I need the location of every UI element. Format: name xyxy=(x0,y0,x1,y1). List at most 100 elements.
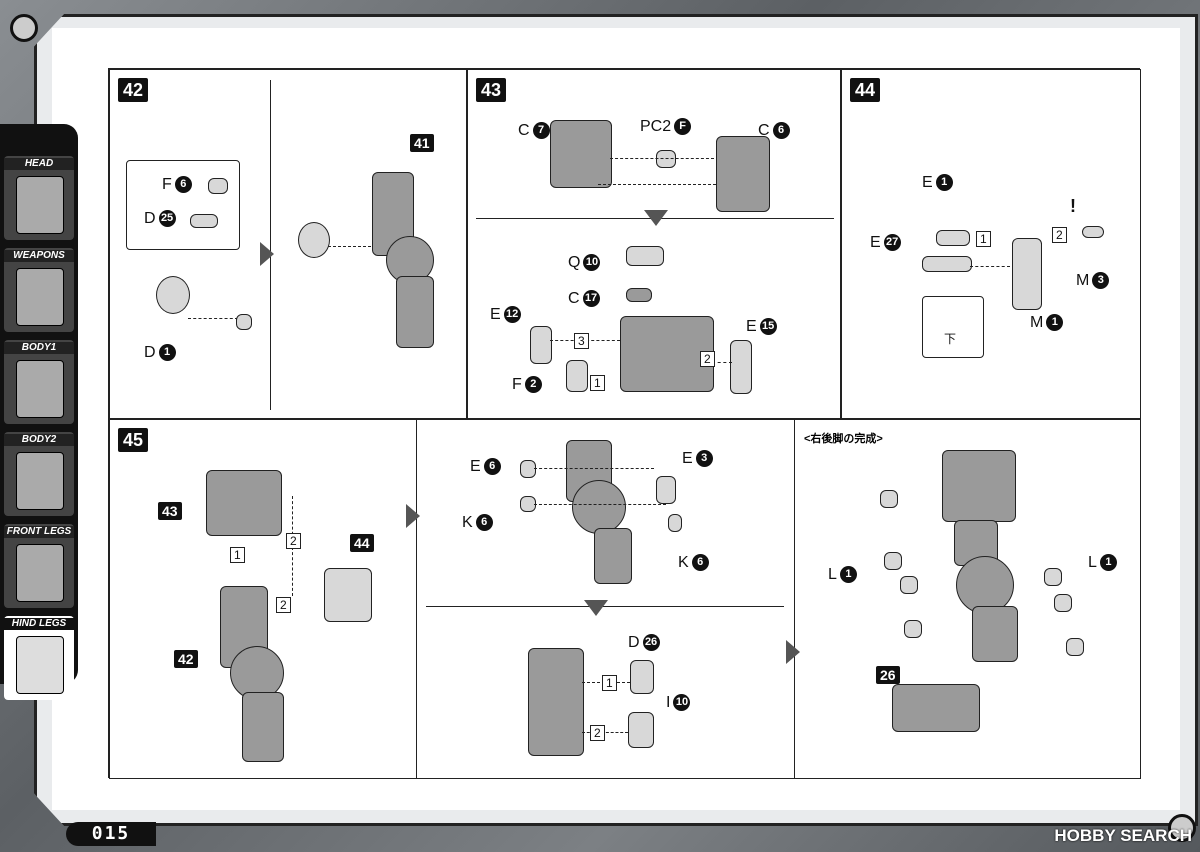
warning-icon: ! xyxy=(1070,196,1076,216)
reference-step-43: 43 xyxy=(158,502,182,520)
wheel-part-icon xyxy=(298,222,330,258)
order-label: 2 xyxy=(286,532,301,550)
poly-cap-icon xyxy=(656,150,676,168)
step-divider xyxy=(416,420,417,778)
tab-body2[interactable]: BODY2 xyxy=(4,432,74,516)
next-arrow-icon xyxy=(260,242,274,266)
body2-thumbnail-icon xyxy=(16,452,64,510)
leg-lower-assembly-icon xyxy=(594,528,632,584)
corner-bolt-icon xyxy=(1168,814,1196,842)
joint-assembly-icon xyxy=(324,568,372,622)
part-e6-icon xyxy=(520,460,536,478)
order-label: 3 xyxy=(574,332,589,350)
body-assembly-icon xyxy=(620,316,714,392)
poly-cap-icon xyxy=(1054,594,1072,612)
part-m3-icon xyxy=(1082,226,1104,238)
part-number: F xyxy=(674,118,692,136)
order-label: 2 xyxy=(700,350,715,368)
orientation-mark: 下 xyxy=(944,332,957,346)
tab-head[interactable]: HEAD xyxy=(4,156,74,240)
part-number: 26 xyxy=(642,634,660,652)
body-part-c7-icon xyxy=(550,120,612,188)
reference-step-42: 42 xyxy=(174,650,198,668)
complete-body-icon xyxy=(942,450,1016,522)
part-number: 10 xyxy=(673,694,691,712)
order-label: 2 xyxy=(590,724,605,742)
subassembly-callout xyxy=(126,160,240,250)
tab-body1[interactable]: BODY1 xyxy=(4,340,74,424)
part-number: 1 xyxy=(1099,554,1117,572)
order-label: 2 xyxy=(1052,226,1067,244)
hind-legs-thumbnail-icon xyxy=(16,636,64,694)
step-number: 44 xyxy=(850,78,881,102)
assembly-guide-line xyxy=(712,362,732,363)
poly-cap-icon xyxy=(880,490,898,508)
part-number: 1 xyxy=(158,344,176,362)
leg-lower-assembly-icon xyxy=(396,276,434,348)
part-e3-icon xyxy=(656,476,676,504)
assembly-guide-line xyxy=(534,468,654,469)
part-number: 6 xyxy=(772,122,790,140)
wheel-part-icon xyxy=(156,276,190,314)
part-d25-icon xyxy=(190,214,218,228)
assembly-guide-line xyxy=(328,246,376,247)
part-number: 27 xyxy=(883,234,901,252)
step-number: 43 xyxy=(476,78,507,102)
order-label: 1 xyxy=(230,546,245,564)
tab-front-legs[interactable]: FRONT LEGS xyxy=(4,524,74,608)
part-number: 1 xyxy=(935,174,953,192)
part-connector-icon xyxy=(236,314,252,330)
part-number: 3 xyxy=(695,450,713,468)
poly-cap-icon xyxy=(884,552,902,570)
part-number: 6 xyxy=(691,554,709,572)
poly-cap-icon xyxy=(1044,568,1062,586)
order-label: 1 xyxy=(590,374,605,392)
part-number: 3 xyxy=(1092,272,1110,290)
part-number: 6 xyxy=(174,176,192,194)
part-e27-icon xyxy=(922,256,972,272)
part-number: 12 xyxy=(503,306,521,324)
part-e15-icon xyxy=(730,340,752,394)
poly-cap-icon xyxy=(1066,638,1084,656)
part-f2-icon xyxy=(566,360,588,392)
front-legs-thumbnail-icon xyxy=(16,544,64,602)
body-part-c6-icon xyxy=(716,136,770,212)
complete-foot-icon xyxy=(892,684,980,732)
part-i10-icon xyxy=(628,712,654,748)
assembly-guide-line xyxy=(582,732,628,733)
part-d26-icon xyxy=(630,660,654,694)
part-m1-icon xyxy=(1012,238,1042,310)
tab-hind-legs[interactable]: HIND LEGS xyxy=(4,616,74,700)
next-arrow-icon xyxy=(786,640,800,664)
poly-cap-icon xyxy=(900,576,918,594)
assembly-guide-line xyxy=(534,504,666,505)
part-c17-icon xyxy=(626,288,652,302)
tab-weapons[interactable]: WEAPONS xyxy=(4,248,74,332)
part-number: 6 xyxy=(475,514,493,532)
weapons-thumbnail-icon xyxy=(16,268,64,326)
part-number: 2 xyxy=(524,376,542,394)
assembly-guide-line xyxy=(598,184,716,185)
section-tabs: HEAD WEAPONS BODY1 BODY2 FRONT LEGS HIND… xyxy=(0,124,78,700)
part-number: 25 xyxy=(158,210,176,228)
part-number: 1 xyxy=(839,566,857,584)
leg-lower-assembly-icon xyxy=(242,692,284,762)
completion-caption: <右後脚の完成> xyxy=(804,433,883,445)
tab-body2-label: BODY2 xyxy=(4,434,74,446)
